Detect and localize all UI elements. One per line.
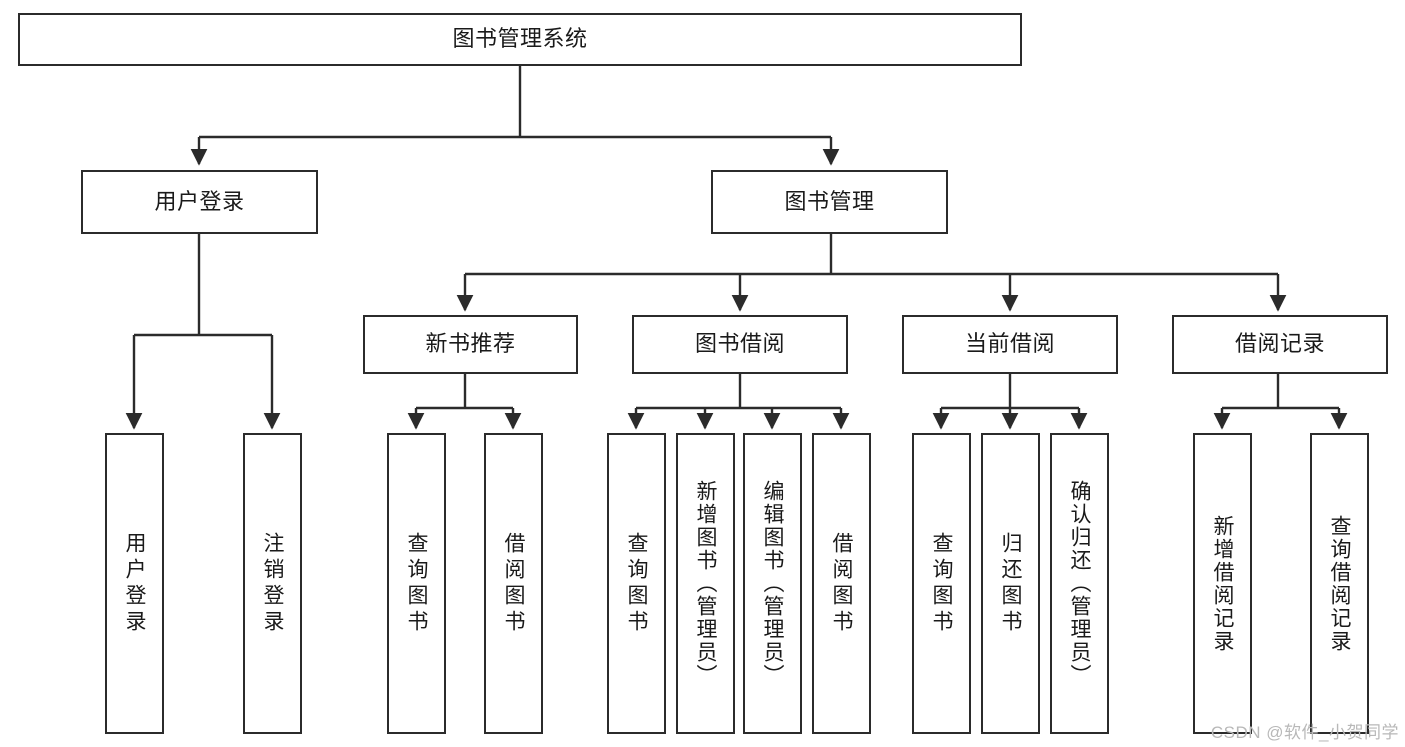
node-new-book-recommend[interactable]: 新书推荐 (363, 315, 578, 374)
leaf-current-return-book-label: 归还图书 (999, 531, 1022, 636)
node-root[interactable]: 图书管理系统 (18, 13, 1022, 66)
node-current-borrow[interactable]: 当前借阅 (902, 315, 1118, 374)
leaf-current-query-book[interactable]: 查询图书 (912, 433, 971, 734)
leaf-record-query-label: 查询借阅记录 (1328, 514, 1351, 653)
leaf-record-query[interactable]: 查询借阅记录 (1310, 433, 1369, 734)
leaf-borrow-query-book[interactable]: 查询图书 (607, 433, 666, 734)
leaf-borrow-edit-book-label: 编辑图书（管理员） (761, 480, 784, 687)
leaf-new-book-borrow[interactable]: 借阅图书 (484, 433, 543, 734)
leaf-record-add[interactable]: 新增借阅记录 (1193, 433, 1252, 734)
node-book-borrow-label: 图书借阅 (694, 331, 785, 357)
node-user-login-label: 用户登录 (154, 188, 245, 214)
leaf-current-return-book[interactable]: 归还图书 (981, 433, 1040, 734)
leaf-user-login-logout-label: 注销登录 (261, 531, 284, 636)
leaf-user-login-logout[interactable]: 注销登录 (243, 433, 302, 734)
leaf-new-book-query-label: 查询图书 (405, 531, 428, 636)
leaf-record-add-label: 新增借阅记录 (1211, 514, 1234, 653)
leaf-user-login-login-label: 用户登录 (123, 531, 146, 636)
leaf-borrow-edit-book[interactable]: 编辑图书（管理员） (743, 433, 802, 734)
leaf-current-query-book-label: 查询图书 (930, 531, 953, 636)
node-user-login[interactable]: 用户登录 (81, 170, 318, 234)
leaf-current-confirm-return-label: 确认归还（管理员） (1068, 480, 1091, 687)
leaf-user-login-login[interactable]: 用户登录 (105, 433, 164, 734)
leaf-borrow-query-book-label: 查询图书 (625, 531, 648, 636)
node-borrow-record[interactable]: 借阅记录 (1172, 315, 1388, 374)
leaf-borrow-borrow-book[interactable]: 借阅图书 (812, 433, 871, 734)
node-book-management-label: 图书管理 (784, 188, 875, 214)
leaf-current-confirm-return[interactable]: 确认归还（管理员） (1050, 433, 1109, 734)
leaf-borrow-add-book-label: 新增图书（管理员） (694, 480, 717, 687)
leaf-new-book-query[interactable]: 查询图书 (387, 433, 446, 734)
node-borrow-record-label: 借阅记录 (1234, 331, 1325, 357)
leaf-borrow-add-book[interactable]: 新增图书（管理员） (676, 433, 735, 734)
leaf-new-book-borrow-label: 借阅图书 (502, 531, 525, 636)
node-book-borrow[interactable]: 图书借阅 (632, 315, 848, 374)
node-current-borrow-label: 当前借阅 (964, 331, 1055, 357)
node-new-book-recommend-label: 新书推荐 (425, 331, 516, 357)
node-root-label: 图书管理系统 (452, 26, 588, 52)
node-book-management[interactable]: 图书管理 (711, 170, 948, 234)
leaf-borrow-borrow-book-label: 借阅图书 (830, 531, 853, 636)
